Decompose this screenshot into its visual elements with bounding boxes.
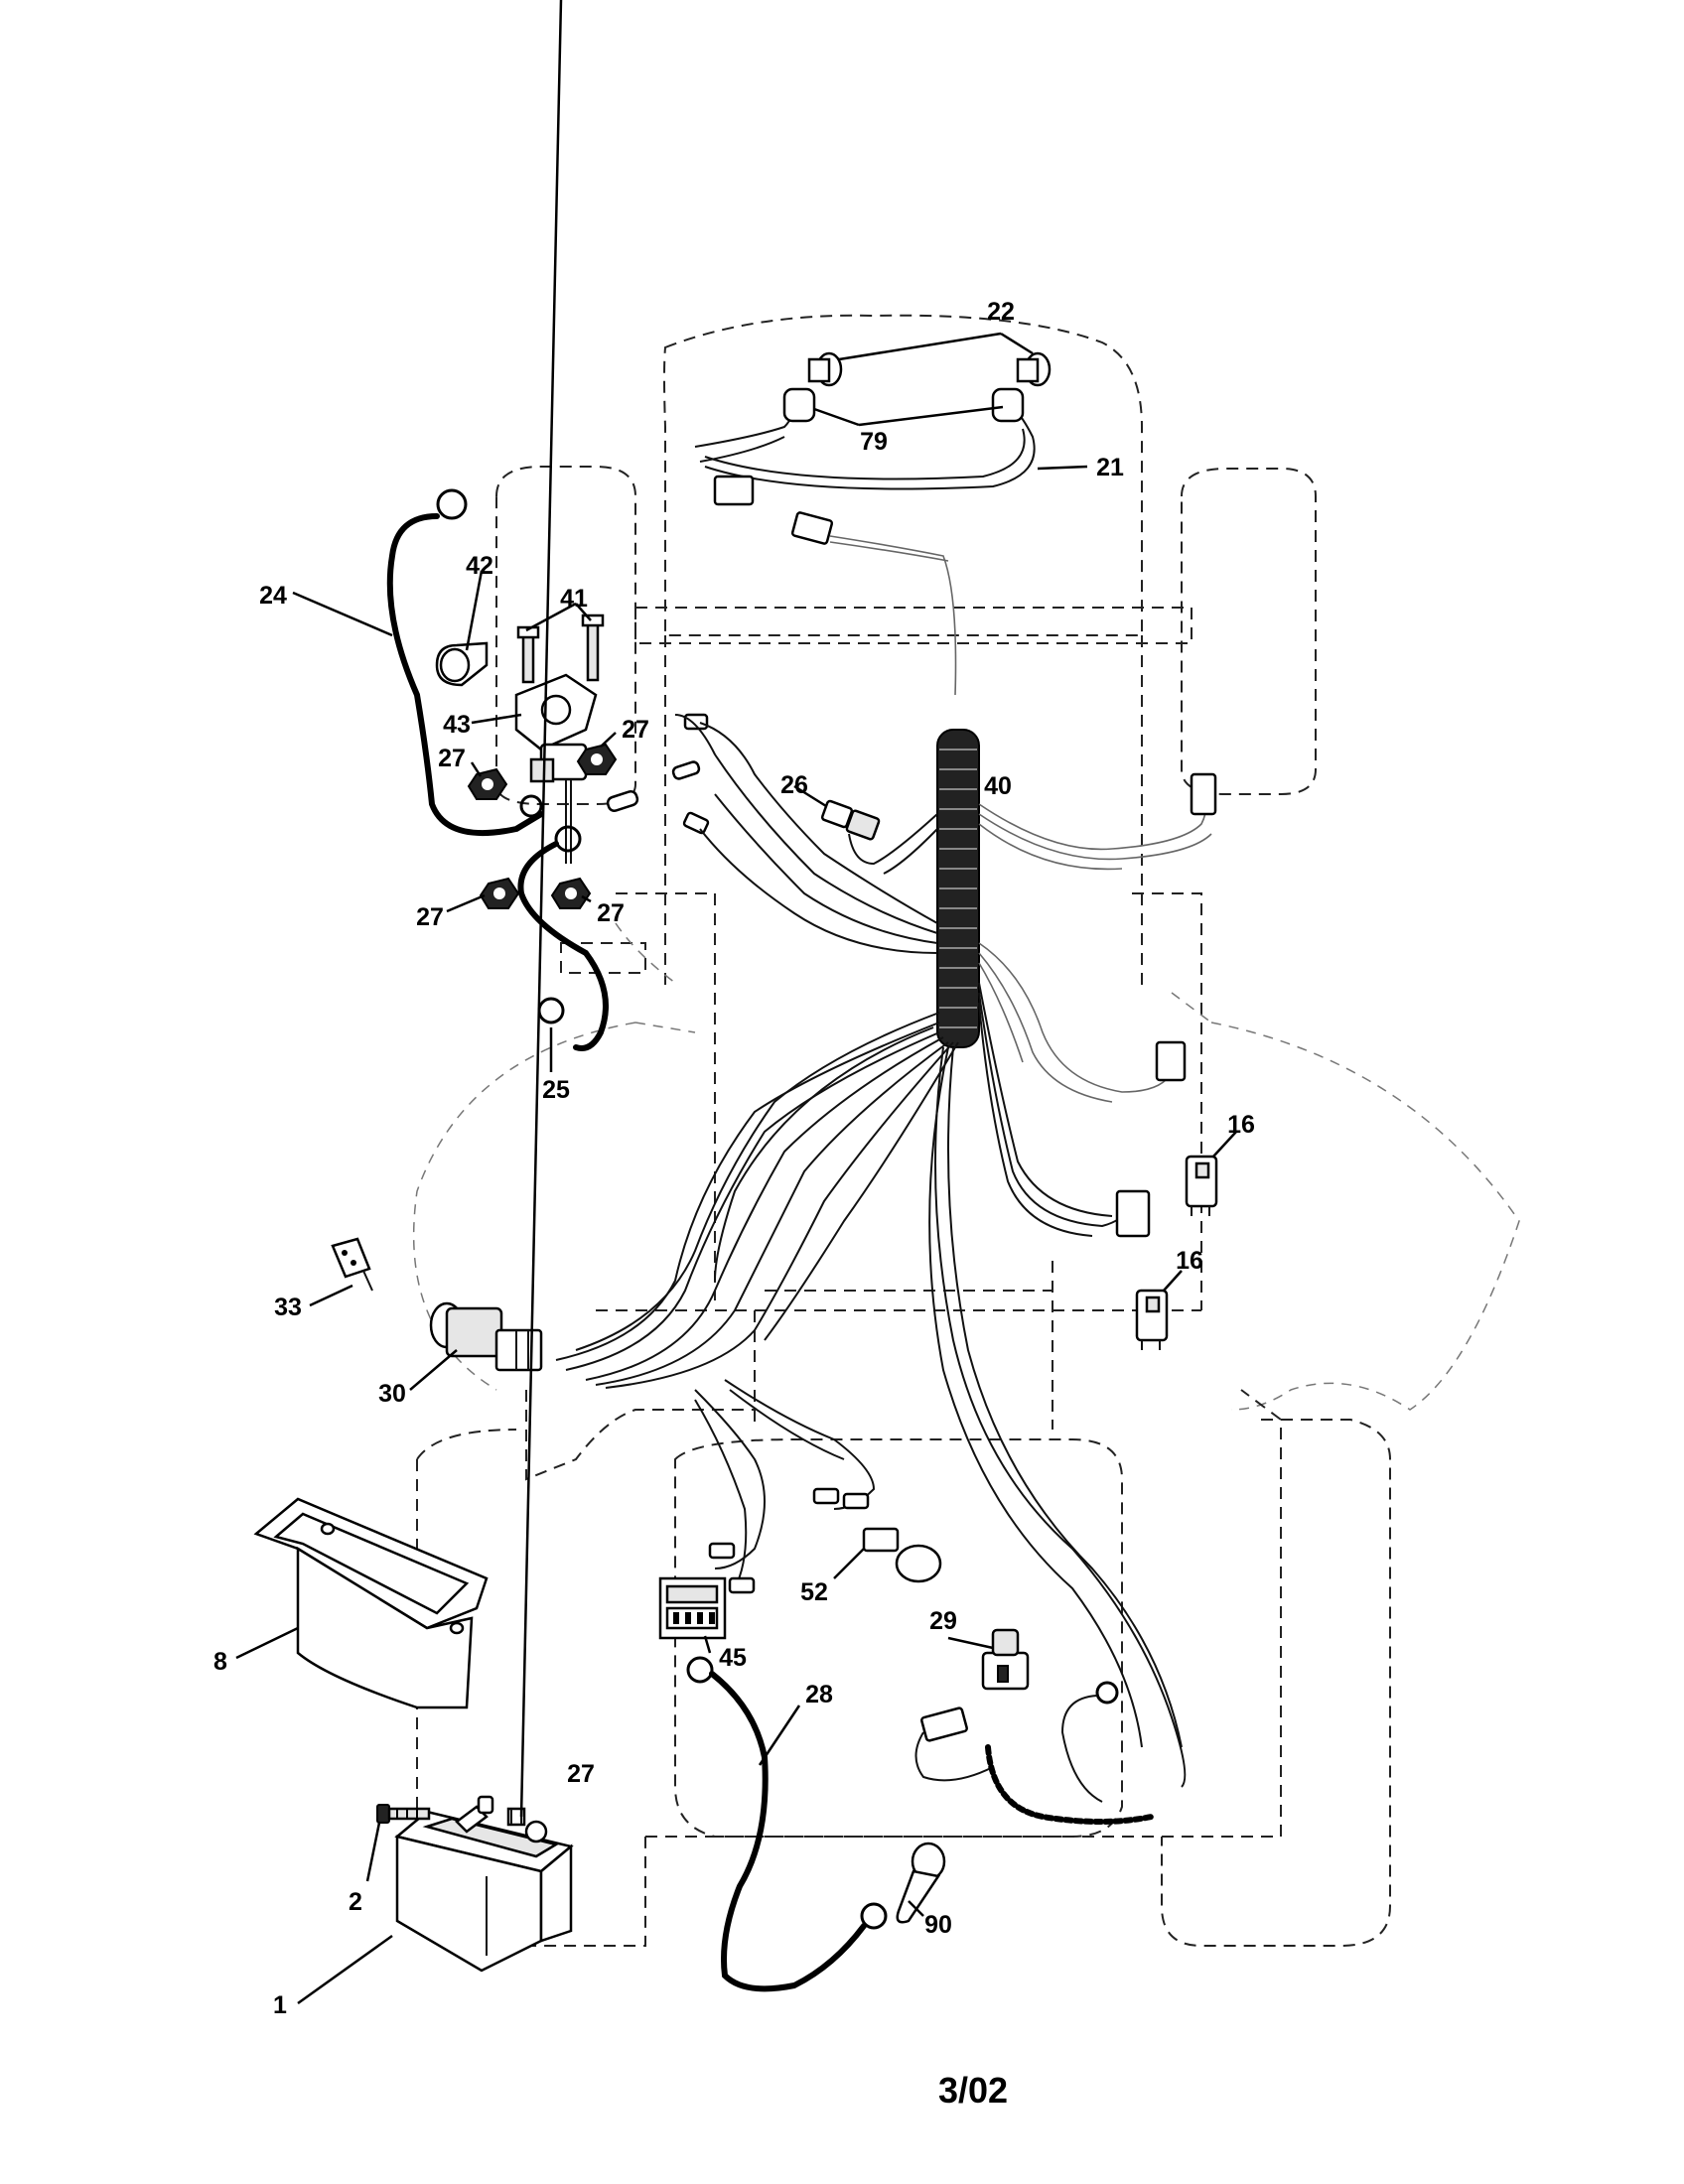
callout-24: 24: [259, 582, 287, 610]
callout-28: 28: [805, 1681, 833, 1708]
cable-25: [517, 825, 609, 1051]
callout-2: 2: [349, 1888, 362, 1916]
callout-16-lower: 16: [1176, 1247, 1203, 1275]
connector-26b: [845, 809, 881, 841]
callout-27-left: 27: [438, 745, 466, 772]
callout-21: 21: [1096, 454, 1124, 481]
callout-40: 40: [984, 772, 1012, 800]
leader-lines: [235, 0, 1237, 2005]
relay-16-lower: [1135, 1289, 1169, 1350]
coiled-wire: [985, 1744, 1155, 1825]
headlight-bulb-left: [782, 351, 843, 423]
ground-lead: [1060, 1681, 1119, 1803]
bolt-2: [376, 1804, 431, 1824]
callout-22: 22: [987, 298, 1015, 326]
connector-right-upper: [1155, 1040, 1187, 1082]
callout-79: 79: [860, 428, 888, 456]
harness-wires-upper: [674, 714, 1217, 954]
nut-27-d: [550, 877, 592, 909]
callout-27-lower-left: 27: [416, 903, 444, 931]
nut-27-a: [467, 767, 508, 800]
harness-wires-lower-right: [978, 942, 1187, 1238]
headlight-connector: [713, 475, 755, 506]
harness-plug: [790, 511, 834, 545]
callout-27-right: 27: [622, 716, 649, 744]
callout-16-upper: 16: [1227, 1111, 1255, 1139]
callout-42: 42: [466, 552, 493, 580]
connector-right-lower: [1115, 1189, 1151, 1238]
callout-90: 90: [924, 1911, 952, 1939]
callout-52: 52: [800, 1578, 828, 1606]
nut-27-c: [479, 877, 520, 909]
battery-terminal: [455, 1795, 494, 1834]
hour-meter-45: [658, 1576, 727, 1640]
cable-28: [686, 1656, 888, 1992]
connector-rear-a: [812, 1487, 840, 1505]
battery-1: [394, 1810, 574, 1973]
cable-24: [386, 488, 544, 837]
ignition-key-33: [331, 1237, 373, 1292]
callouts: 22 79 21 42 41 24 43 27 27 27 27 26 40 2…: [213, 298, 1255, 2019]
headlight-harness-21: [694, 401, 1036, 696]
callout-1: 1: [273, 1991, 287, 2019]
callout-43: 43: [443, 711, 471, 739]
callout-27-battery: 27: [567, 1760, 595, 1788]
harness-wires-rear: [694, 1046, 1187, 1788]
terminal-boot-42: [435, 641, 489, 687]
harness-wires-lower-left: [555, 1012, 959, 1389]
connector-rear-d: [728, 1576, 756, 1594]
date-code: 3/02: [938, 2070, 1008, 2111]
screw-41: [516, 614, 605, 684]
callout-29: 29: [929, 1607, 957, 1635]
safety-switch-29: [981, 1628, 1030, 1691]
switch-connector: [914, 1706, 994, 1782]
callout-30: 30: [378, 1380, 406, 1408]
callout-25: 25: [542, 1076, 570, 1104]
callout-8: 8: [213, 1648, 227, 1676]
bulb-52: [862, 1527, 942, 1583]
callout-41: 41: [560, 585, 588, 613]
connector-rear-b: [842, 1492, 870, 1510]
callout-26: 26: [780, 771, 808, 799]
nut-27-b: [576, 743, 618, 775]
fuse-holder: [606, 713, 710, 835]
harness-loom-40: [936, 729, 980, 1048]
callout-45: 45: [719, 1644, 747, 1672]
tractor-outline: [412, 314, 1520, 1947]
right-front-connector: [1190, 772, 1217, 816]
terminal-boot-90: [896, 1842, 946, 1924]
headlight-bulb-right: [991, 351, 1052, 423]
ignition-switch-30: [429, 1301, 543, 1372]
connector-rear-c: [708, 1542, 736, 1560]
callout-27-lower-right: 27: [597, 899, 625, 927]
relay-16-upper: [1185, 1155, 1218, 1216]
battery-box-8: [253, 1497, 489, 1709]
callout-33: 33: [274, 1294, 302, 1321]
